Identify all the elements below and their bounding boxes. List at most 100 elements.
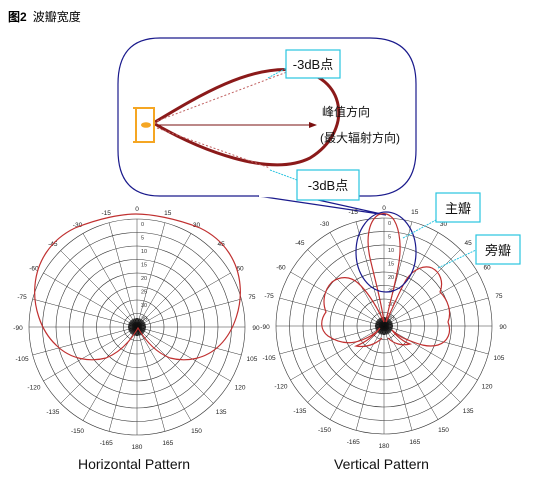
horizontal-polar-grid: 0153045607590105120135150165180-165-150-…	[13, 206, 260, 451]
horizontal-angle-label: 60	[236, 266, 244, 273]
main-lobe-highlight-circle	[355, 211, 417, 293]
horizontal-pattern-curve	[34, 213, 241, 361]
vertical-angle-label: -120	[274, 384, 287, 391]
horizontal-spoke	[60, 250, 138, 328]
vertical-spoke	[383, 249, 461, 327]
horizontal-angle-label: 45	[218, 241, 226, 248]
peak-direction-label: 峰值方向	[322, 104, 370, 119]
horizontal-angle-label: -150	[71, 428, 84, 435]
horizontal-angle-label: -15	[101, 210, 111, 217]
peak-direction-sublabel: (最大辐射方向)	[320, 130, 400, 145]
vertical-spoke	[355, 221, 385, 327]
vertical-spoke	[290, 271, 385, 327]
horizontal-spoke	[136, 272, 231, 328]
vertical-angle-label: 90	[499, 324, 507, 331]
horizontal-ring-label: 35	[141, 317, 147, 323]
horizontal-pattern-caption: Horizontal Pattern	[78, 456, 191, 472]
horizontal-spoke	[136, 326, 192, 421]
vertical-spoke	[307, 249, 385, 327]
horizontal-spoke	[136, 250, 214, 328]
vertical-ring-label: 0	[388, 221, 391, 227]
vertical-spoke	[329, 232, 385, 327]
vertical-spoke	[383, 297, 489, 327]
vertical-main-lobe	[367, 213, 401, 323]
vertical-angle-label: -90	[260, 324, 270, 331]
horizontal-ring-label: 20	[141, 276, 147, 282]
horizontal-angle-label: 135	[216, 409, 227, 416]
horizontal-spoke	[43, 272, 138, 328]
horizontal-spoke	[136, 326, 214, 404]
vertical-spoke	[290, 325, 385, 381]
vertical-pattern-caption: Vertical Pattern	[334, 456, 429, 472]
horizontal-angle-label: 75	[248, 294, 256, 301]
vertical-angle-label: -60	[276, 265, 286, 272]
vertical-ring-label: 30	[388, 302, 394, 308]
vertical-angle-label: 30	[440, 221, 448, 228]
horizontal-spoke	[82, 233, 138, 328]
vertical-ring-label: 35	[388, 316, 394, 322]
feed-antenna-icon	[135, 107, 155, 143]
horizontal-ring-label: 15	[141, 263, 147, 269]
horizontal-spoke	[108, 326, 138, 432]
vertical-ring-label: 10	[388, 248, 394, 254]
side-lobe-label-box	[475, 234, 521, 265]
vertical-angle-label: -150	[318, 427, 331, 434]
vertical-angle-label: -75	[264, 293, 274, 300]
main-lobe-label-box	[435, 192, 481, 223]
vertical-spoke	[383, 325, 478, 381]
vertical-polar-grid: 0153045607590105120135150165180-165-150-…	[260, 205, 507, 450]
vertical-spoke	[383, 325, 439, 420]
horizontal-angle-label: 0	[135, 206, 139, 213]
vertical-angle-label: 150	[438, 427, 449, 434]
minus3db-bottom-box	[296, 169, 360, 201]
horizontal-spoke	[136, 326, 231, 382]
horizontal-spoke	[136, 326, 166, 432]
horizontal-ring-label: 5	[141, 236, 144, 242]
vertical-spoke	[383, 232, 439, 327]
horizontal-spoke	[136, 326, 242, 356]
horizontal-angle-label: 165	[162, 440, 173, 447]
vertical-side-lobes	[321, 266, 451, 348]
vertical-angle-label: -45	[295, 240, 305, 247]
horizontal-angle-label: -120	[27, 385, 40, 392]
vertical-angle-label: 75	[495, 293, 503, 300]
horizontal-angle-label: -30	[73, 222, 83, 229]
horizontal-spoke	[136, 222, 166, 328]
vertical-angle-label: 135	[463, 408, 474, 415]
vertical-ring-label: 5	[388, 235, 391, 241]
minus3db-bottom-label: -3dB点	[308, 178, 348, 193]
vertical-angle-label: -105	[263, 355, 276, 362]
horizontal-angle-label: 120	[235, 385, 246, 392]
horizontal-spoke	[32, 326, 138, 356]
callout-beam-lobe	[154, 67, 341, 167]
minus3db-top-box	[285, 49, 341, 79]
vertical-angle-label: 165	[409, 439, 420, 446]
horizontal-spoke	[32, 298, 138, 328]
vertical-angle-label: 15	[411, 209, 419, 216]
horizontal-angle-label: -105	[16, 356, 29, 363]
vertical-spoke	[307, 325, 385, 403]
vertical-spoke	[329, 325, 385, 420]
vertical-angle-label: -30	[320, 221, 330, 228]
vertical-angle-label: 60	[483, 265, 491, 272]
vertical-angle-label: 45	[465, 240, 473, 247]
vertical-spoke	[279, 325, 385, 355]
vertical-angle-label: 105	[494, 355, 505, 362]
vertical-angle-label: -15	[348, 209, 358, 216]
figure-number: 图2	[8, 10, 27, 24]
horizontal-spoke	[60, 326, 138, 404]
horizontal-angle-label: -75	[17, 294, 27, 301]
horizontal-ring-label: 0	[141, 222, 144, 228]
horizontal-angle-label: -60	[29, 266, 39, 273]
vertical-spoke	[383, 325, 461, 403]
vertical-spoke	[279, 297, 385, 327]
horizontal-angle-label: -135	[46, 409, 59, 416]
horizontal-angle-label: 30	[193, 222, 201, 229]
vertical-spoke	[383, 325, 489, 355]
horizontal-angle-label: 105	[247, 356, 258, 363]
feed-dot-icon	[141, 122, 151, 128]
minus3db-top-label: -3dB点	[293, 57, 333, 72]
vertical-spoke	[383, 325, 413, 431]
vertical-angle-label: -165	[347, 439, 360, 446]
callout-tail	[257, 195, 387, 216]
